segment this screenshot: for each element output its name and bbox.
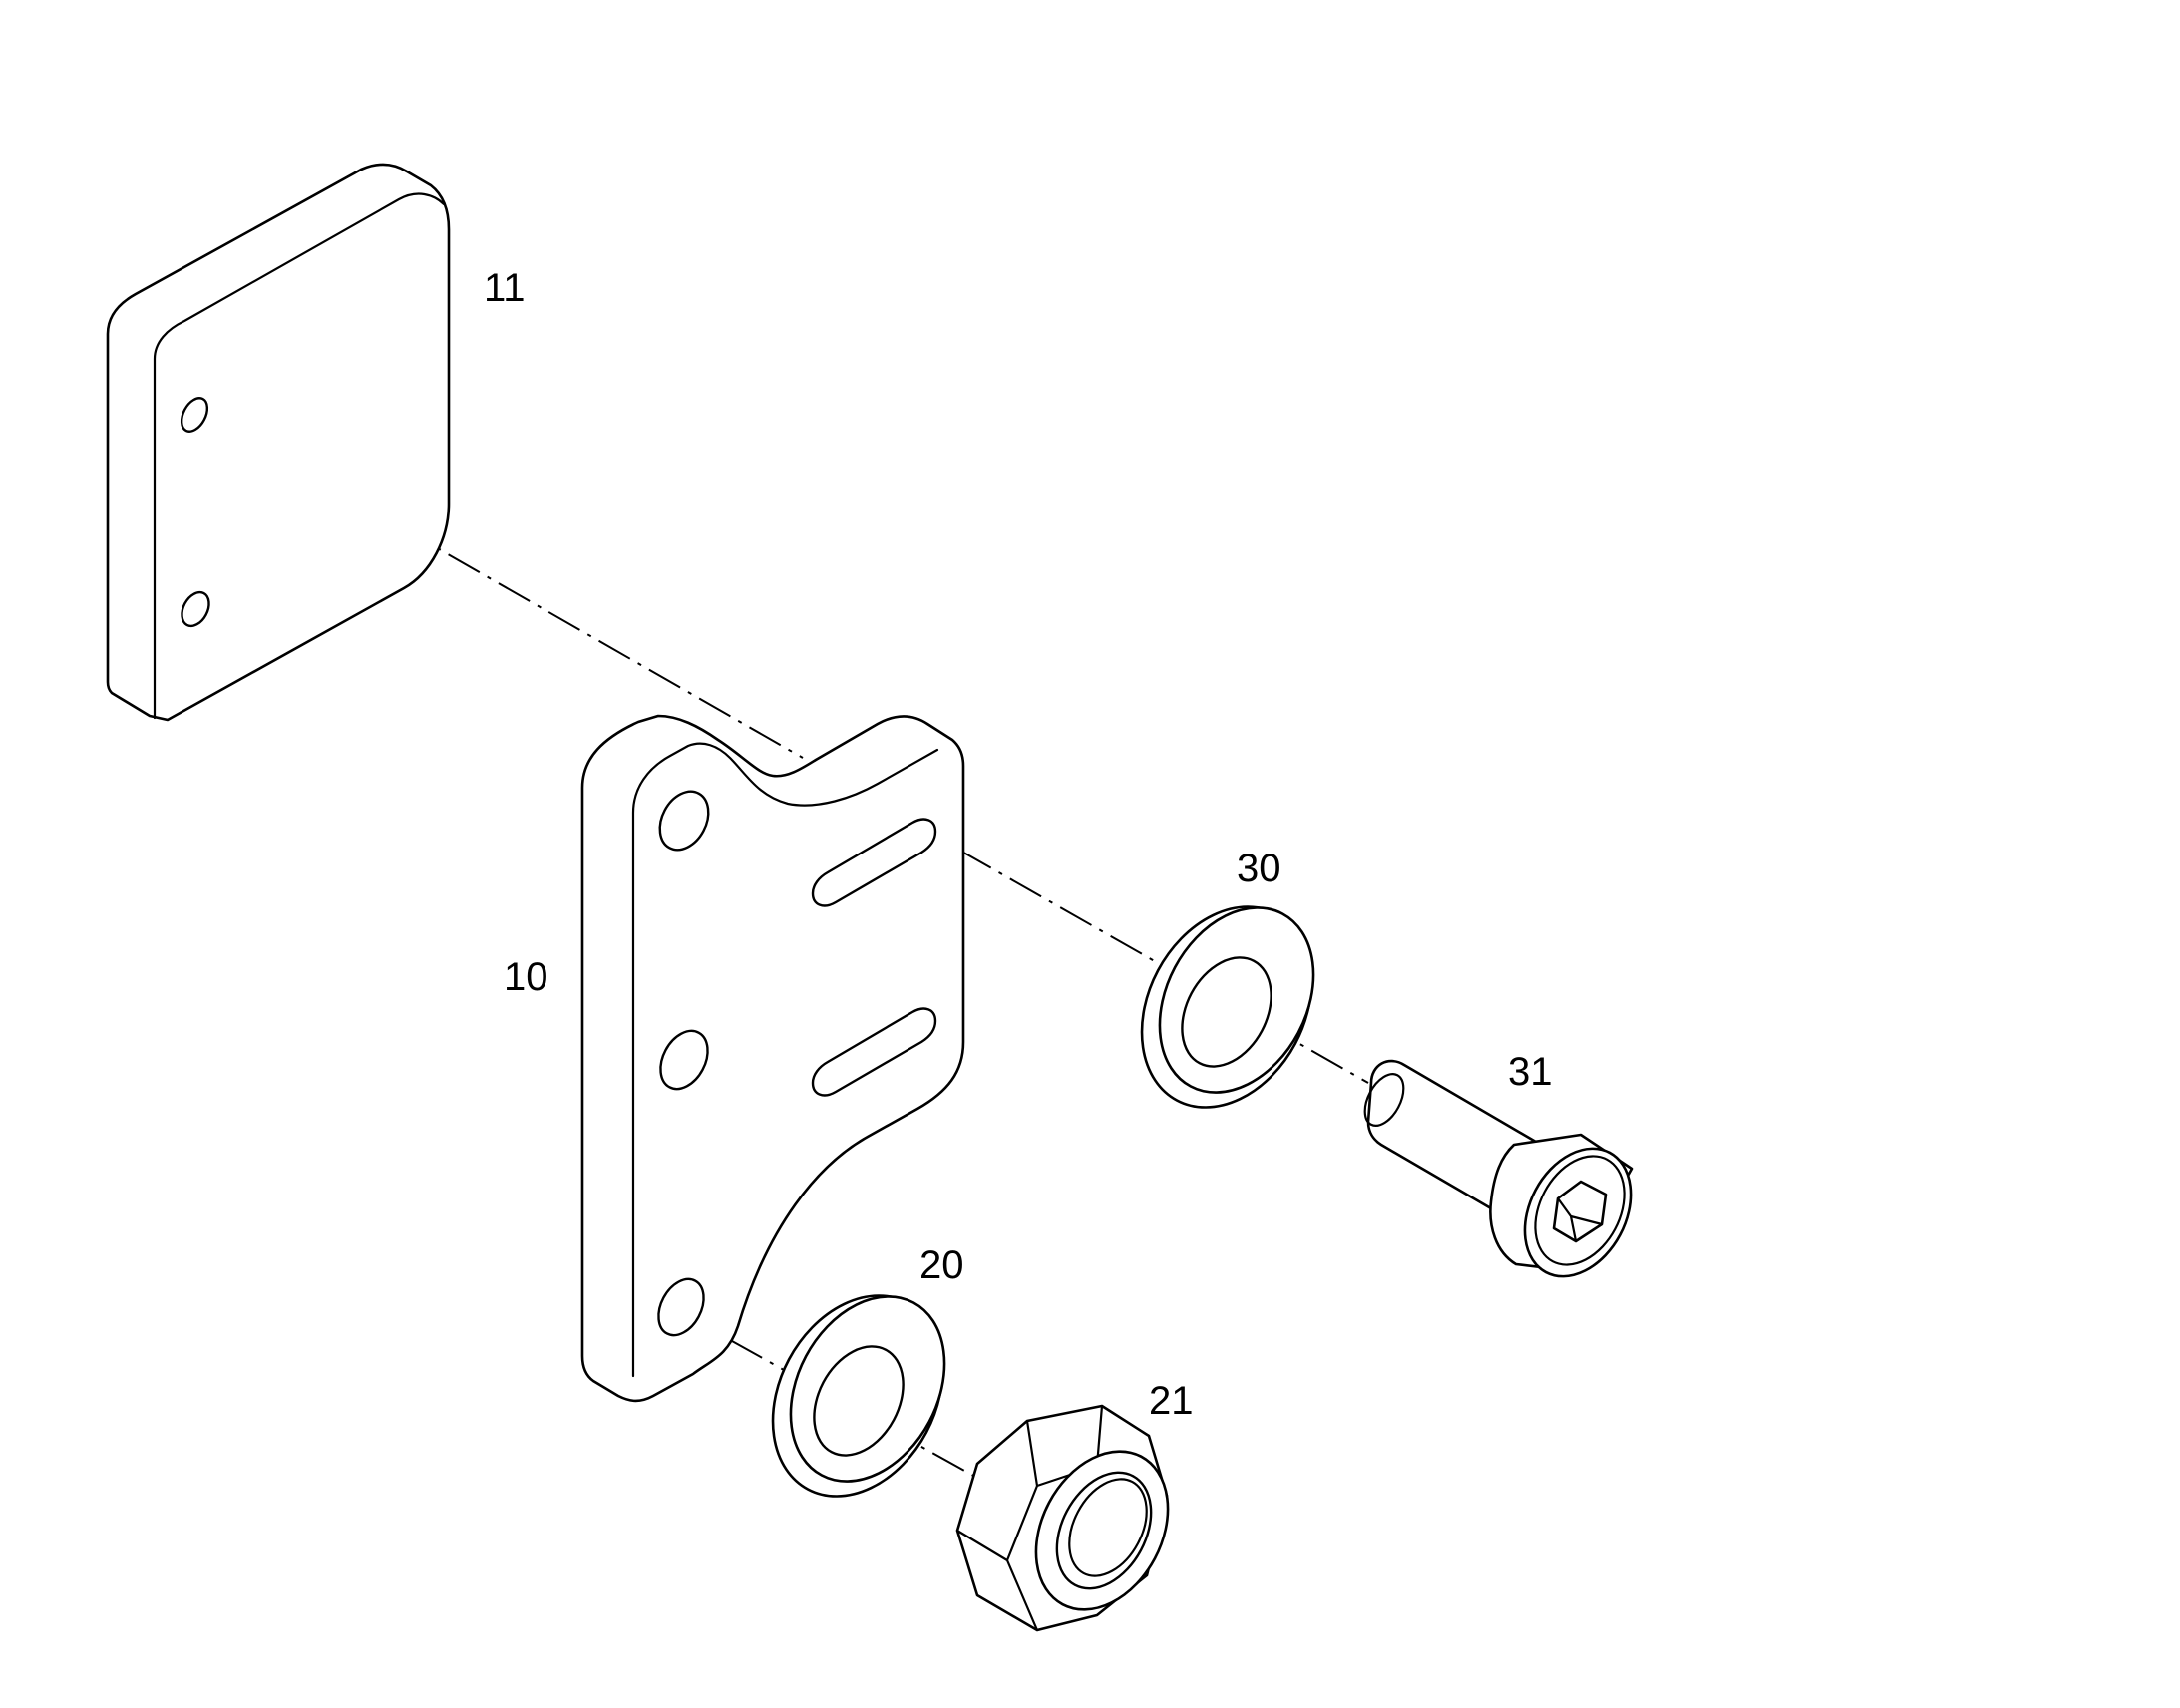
part-31-screw <box>1363 1059 1634 1278</box>
plate-front-edge <box>153 192 446 720</box>
bracket-hole-top <box>658 790 710 852</box>
part-20-washer <box>771 1294 946 1498</box>
part-21-nut <box>955 1404 1170 1632</box>
bracket-slot-lower <box>811 1007 937 1097</box>
screw-head-chamfer <box>1534 1155 1626 1266</box>
callout-20: 20 <box>919 1243 964 1287</box>
callout-30: 30 <box>1237 847 1281 890</box>
part-30-washer <box>1140 905 1315 1109</box>
bracket-slot-upper <box>811 818 937 907</box>
plate-hole-upper <box>180 397 209 433</box>
washer-30-bore <box>1181 956 1272 1068</box>
callout-21: 21 <box>1149 1379 1194 1423</box>
plate-hole-lower <box>181 590 210 628</box>
washer-20-bore <box>813 1345 905 1457</box>
bracket-front-edge <box>631 742 939 1378</box>
screw-shank-end <box>1363 1073 1405 1127</box>
callout-10: 10 <box>504 955 548 999</box>
bracket-hole-bottom <box>657 1277 705 1337</box>
plate-body <box>106 163 451 722</box>
nut-thread-inner <box>1068 1478 1148 1577</box>
bracket-hole-middle <box>659 1029 709 1091</box>
callout-31: 31 <box>1508 1050 1553 1094</box>
part-10-bracket <box>580 714 965 1403</box>
part-11-plate <box>106 163 451 722</box>
hex-socket-depth <box>1556 1196 1604 1243</box>
callouts: 11 10 30 31 20 21 <box>484 266 1553 1423</box>
callout-11: 11 <box>484 266 526 310</box>
bracket-body <box>580 714 965 1403</box>
